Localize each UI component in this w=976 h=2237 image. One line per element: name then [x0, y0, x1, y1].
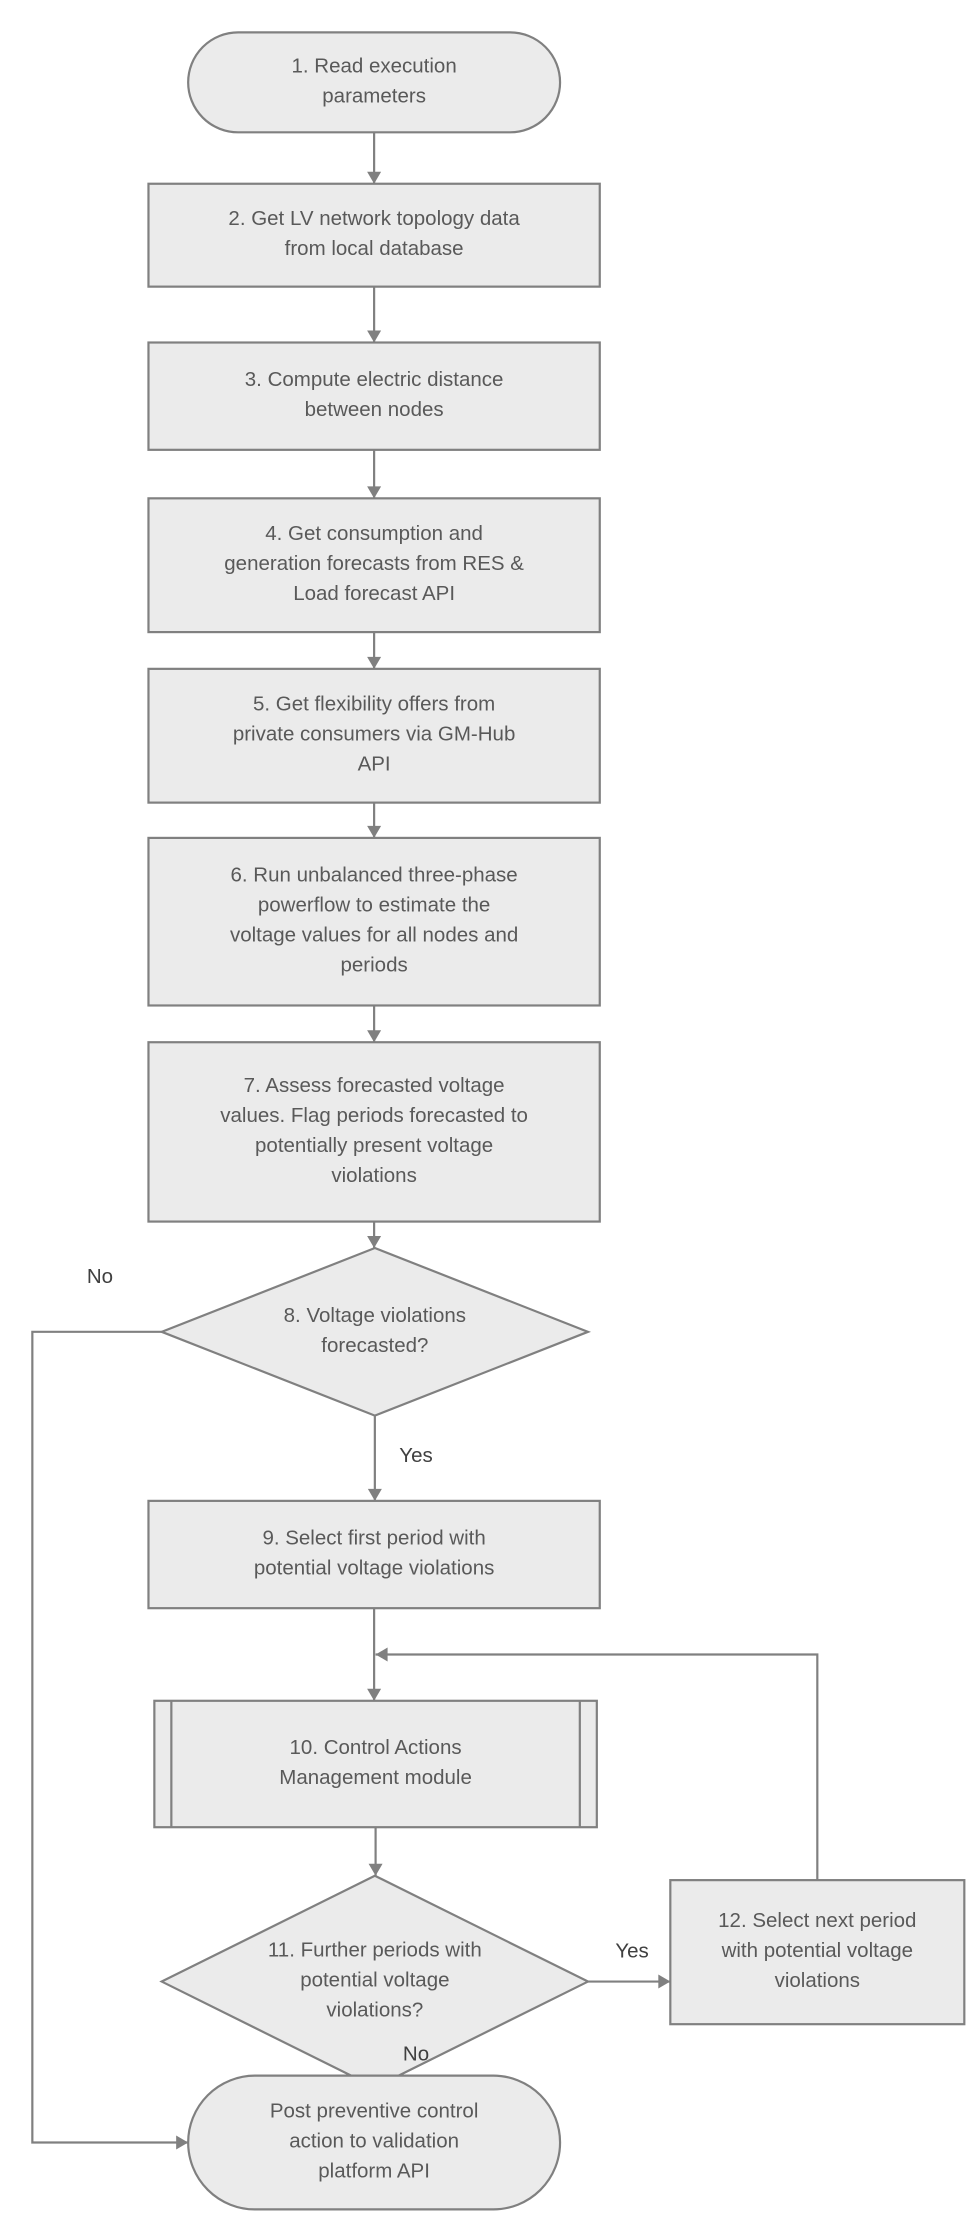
node-label: 4. Get consumption and generation forecas… [224, 523, 524, 606]
node-label-line: 5. Get flexibility offers from [253, 693, 495, 716]
node-label-line: violations [331, 1164, 416, 1187]
flow-node-n4[interactable]: 4. Get consumption and generation forecas… [147, 497, 601, 634]
arrowhead [367, 1688, 382, 1701]
node-label: 1. Read execution parameters [291, 55, 456, 108]
process-shape [147, 1041, 601, 1223]
node-label-line: voltage values for all nodes and [230, 924, 518, 947]
decision-shape [158, 1246, 592, 1417]
node-label: 3. Compute electric distance between node… [245, 369, 504, 422]
node-label: Post preventive control action to validat… [270, 2100, 479, 2183]
flow-node-n12[interactable]: 12. Select next period with potential vol… [669, 1879, 966, 2026]
node-label-line: 7. Assess forecasted voltage [244, 1074, 505, 1097]
node-label-line: with potential voltage [721, 1940, 913, 1963]
arrowhead [367, 1236, 382, 1249]
arrowhead [368, 1863, 383, 1876]
arrowhead [367, 1488, 382, 1501]
flow-node-n2[interactable]: 2. Get LV network topology data from loca… [147, 182, 601, 288]
node-label-line: 6. Run unbalanced three-phase [231, 864, 518, 887]
node-label: 6. Run unbalanced three-phase powerflow t… [230, 864, 518, 977]
edge-label-e9: Yes [399, 1444, 432, 1467]
terminator-shape [187, 31, 562, 134]
node-label-line: potentially present voltage [255, 1134, 493, 1157]
node-label-line: 9. Select first period with [262, 1527, 485, 1550]
node-label-line: forecasted? [321, 1334, 428, 1357]
edge-label-e14: No [403, 2042, 429, 2065]
node-label-line: potential voltage violations [254, 1557, 494, 1580]
node-label: 8. Voltage violations forecasted? [284, 1304, 466, 1357]
node-label-line: periods [340, 954, 407, 977]
flow-node-n3[interactable]: 3. Compute electric distance between node… [147, 341, 601, 451]
arrowhead [367, 656, 382, 669]
node-label: 9. Select first period with potential vol… [254, 1527, 494, 1580]
node-label-line: from local database [285, 238, 464, 261]
arrowhead [375, 1647, 388, 1662]
arrowhead [658, 1974, 671, 1989]
arrowhead [367, 825, 382, 838]
node-label-line: powerflow to estimate the [258, 894, 490, 917]
flow-node-n6[interactable]: 6. Run unbalanced three-phase powerflow t… [147, 836, 601, 1007]
edge-n8-n13 [31, 1330, 189, 2144]
node-label-line: API [358, 753, 391, 776]
node-label-line: violations? [326, 1999, 423, 2022]
node-label-line: parameters [322, 85, 426, 108]
flow-node-n9[interactable]: 9. Select first period with potential vol… [147, 1499, 601, 1610]
node-label-line: generation forecasts from RES & [224, 553, 524, 576]
node-label-line: between nodes [305, 399, 444, 422]
node-label: 11. Further periods with potential voltag… [268, 1939, 482, 2022]
process-shape [147, 341, 601, 451]
edges-layer [31, 132, 819, 2150]
node-label-line: action to validation [289, 2130, 459, 2153]
process-shape [147, 182, 601, 288]
nodes-layer: 1. Read execution parameters 2. Get LV net… [147, 31, 966, 2211]
arrowhead [367, 486, 382, 499]
node-label-line: 2. Get LV network topology data [228, 208, 520, 231]
flow-node-n5[interactable]: 5. Get flexibility offers from private co… [147, 667, 601, 804]
node-label-line: violations [775, 1970, 860, 1993]
node-label: 5. Get flexibility offers from private co… [233, 693, 516, 776]
node-label-line: Load forecast API [293, 583, 455, 606]
arrowhead [176, 2135, 189, 2150]
node-label-line: values. Flag periods forecasted to [220, 1104, 528, 1127]
process-shape [669, 1879, 966, 2026]
edge-n12-n10 [375, 1653, 819, 1881]
process-shape [147, 1499, 601, 1610]
flow-node-n7[interactable]: 7. Assess forecasted voltage values. Flag… [147, 1041, 601, 1223]
process-shape [147, 667, 601, 804]
node-label-line: 3. Compute electric distance [245, 369, 504, 392]
node-label: 7. Assess forecasted voltage values. Flag… [220, 1074, 528, 1187]
node-label-line: private consumers via GM-Hub [233, 723, 516, 746]
edge-label-e8: No [87, 1265, 113, 1288]
node-label-line: 12. Select next period [718, 1910, 916, 1933]
node-label-line: platform API [318, 2160, 430, 2183]
node-label-line: Management module [279, 1766, 472, 1789]
node-label-line: 8. Voltage violations [284, 1304, 466, 1327]
arrowhead [367, 1030, 382, 1043]
node-label-line: 11. Further periods with [268, 1939, 482, 1962]
node-label-line: Post preventive control [270, 2100, 479, 2123]
edge-label-e12: Yes [615, 1940, 648, 1963]
node-label-line: 1. Read execution [291, 55, 456, 78]
process-shape [147, 497, 601, 634]
flow-node-n13[interactable]: Post preventive control action to validat… [187, 2074, 562, 2211]
arrowhead [367, 330, 382, 343]
process-shape [147, 836, 601, 1007]
flow-node-n11[interactable]: 11. Further periods with potential voltag… [159, 1874, 591, 2089]
arrowhead [367, 171, 382, 184]
subroutine-shape [153, 1699, 598, 1829]
node-label-line: 4. Get consumption and [265, 523, 483, 546]
flow-node-n1[interactable]: 1. Read execution parameters [187, 31, 562, 134]
node-label: 2. Get LV network topology data from loca… [228, 208, 520, 261]
node-label: 12. Select next period with potential vol… [718, 1910, 916, 1993]
node-label-line: potential voltage [300, 1969, 449, 1992]
terminator-shape [187, 2074, 562, 2211]
node-label-line: 10. Control Actions [290, 1736, 462, 1759]
flow-node-n8[interactable]: 8. Voltage violations forecasted? [158, 1246, 592, 1417]
